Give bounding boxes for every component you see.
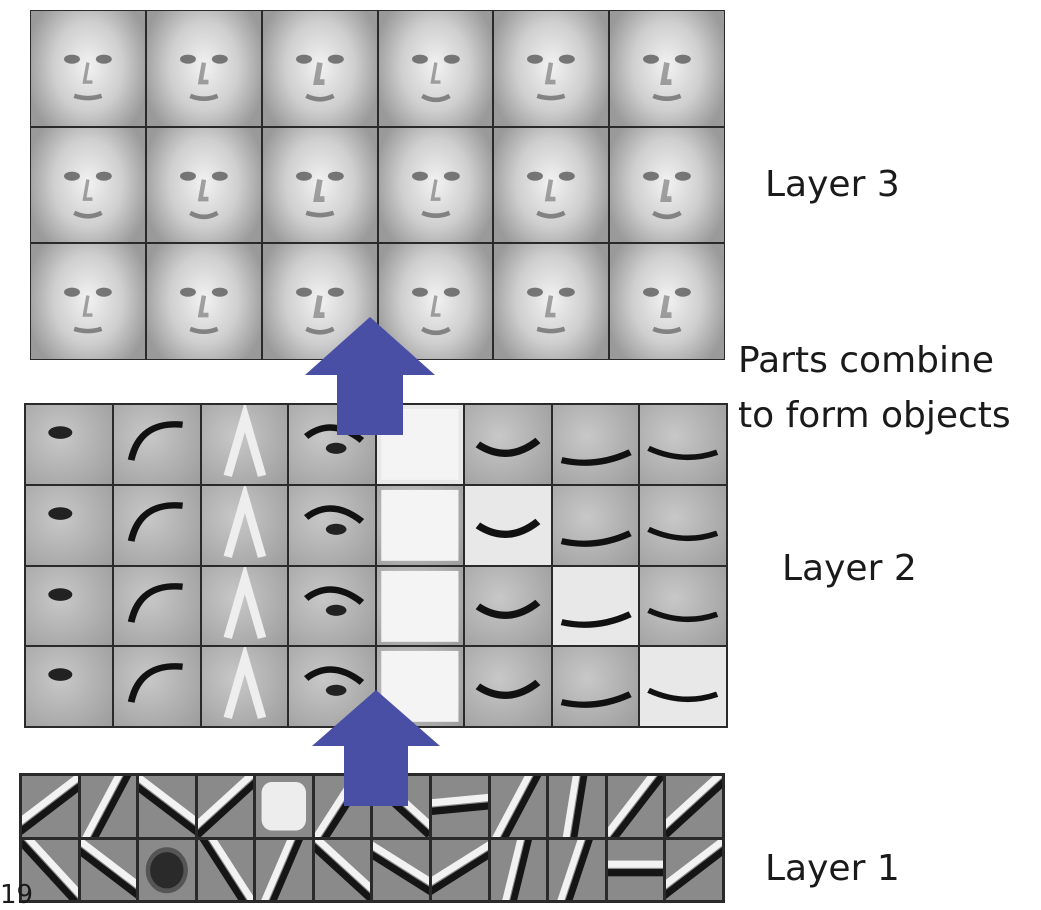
layer3-label: Layer 3 — [765, 164, 900, 205]
combine-caption-line2: to form objects — [738, 395, 1011, 436]
layer3-face-tile — [378, 127, 493, 243]
layer2-feature-grid — [24, 403, 728, 728]
layer1-edge-tile — [666, 776, 722, 837]
slide-number: 19 — [0, 880, 34, 910]
layer1-edge-tile — [314, 839, 371, 900]
layer1-edge-tile — [80, 839, 137, 900]
layer2-part-tile — [464, 647, 551, 726]
layer3-face-tile — [262, 11, 377, 126]
layer2-part-tile — [552, 647, 639, 726]
layer2-part-tile — [464, 566, 551, 646]
layer1-edge-tile — [432, 839, 488, 900]
layer1-edge-tile — [490, 839, 547, 900]
layer2-part-tile — [640, 647, 726, 726]
layer1-edge-tile — [197, 776, 254, 837]
layer3-face-tile — [494, 127, 609, 243]
layer2-part-tile — [201, 405, 288, 484]
layer2-part-tile — [552, 485, 639, 565]
layer1-edge-tile — [607, 839, 664, 900]
layer1-edge-tile — [22, 776, 78, 837]
layer1-edge-tile — [666, 839, 722, 900]
layer2-part-tile — [113, 405, 200, 484]
layer1-edge-tile — [22, 839, 78, 900]
layer2-part-tile — [26, 647, 112, 726]
layer2-part-tile — [640, 405, 726, 484]
layer2-part-tile — [201, 647, 288, 726]
layer2-part-tile — [26, 405, 112, 484]
arrow-layer2-to-layer3-icon — [305, 317, 435, 435]
layer3-face-tile — [146, 244, 261, 359]
layer1-edge-tile — [80, 776, 137, 837]
layer2-part-tile — [464, 485, 551, 565]
layer2-part-tile — [377, 566, 463, 646]
layer2-part-tile — [289, 485, 375, 565]
layer1-edge-tile — [490, 776, 547, 837]
arrow-layer1-to-layer2-icon — [312, 690, 440, 806]
layer2-part-tile — [26, 485, 112, 565]
layer2-part-tile — [377, 485, 463, 565]
layer3-face-tile — [378, 11, 493, 126]
layer3-feature-grid — [30, 10, 725, 360]
layer1-edge-tile — [256, 776, 312, 837]
layer3-face-tile — [31, 127, 145, 243]
layer2-part-tile — [464, 405, 551, 484]
layer2-part-tile — [26, 566, 112, 646]
layer3-face-tile — [31, 244, 145, 359]
layer3-face-tile — [494, 11, 609, 126]
layer2-part-tile — [289, 566, 375, 646]
layer2-part-tile — [113, 485, 200, 565]
layer2-part-tile — [201, 566, 288, 646]
layer2-part-tile — [201, 485, 288, 565]
layer3-face-tile — [262, 127, 377, 243]
layer1-edge-tile — [432, 776, 488, 837]
layer2-part-tile — [640, 485, 726, 565]
layer1-edge-tile — [139, 839, 195, 900]
layer2-part-tile — [377, 405, 463, 484]
layer1-edge-tile — [549, 839, 605, 900]
layer1-edge-tile — [549, 776, 605, 837]
layer2-part-tile — [552, 566, 639, 646]
layer3-face-tile — [610, 11, 724, 126]
layer3-face-tile — [378, 244, 493, 359]
layer3-face-tile — [610, 244, 724, 359]
combine-caption-line1: Parts combine — [738, 340, 994, 381]
layer1-edge-tile — [139, 776, 195, 837]
layer2-part-tile — [552, 405, 639, 484]
layer3-face-tile — [31, 11, 145, 126]
layer3-face-tile — [262, 244, 377, 359]
layer3-face-tile — [610, 127, 724, 243]
layer2-part-tile — [113, 566, 200, 646]
layer3-face-tile — [146, 127, 261, 243]
layer1-edge-tile — [197, 839, 254, 900]
layer1-label: Layer 1 — [765, 848, 900, 889]
layer1-edge-tile — [373, 839, 430, 900]
layer3-face-tile — [494, 244, 609, 359]
layer2-part-tile — [640, 566, 726, 646]
layer1-edge-tile — [256, 839, 312, 900]
layer2-label: Layer 2 — [782, 548, 917, 589]
layer2-part-tile — [113, 647, 200, 726]
layer1-edge-tile — [607, 776, 664, 837]
layer3-face-tile — [146, 11, 261, 126]
